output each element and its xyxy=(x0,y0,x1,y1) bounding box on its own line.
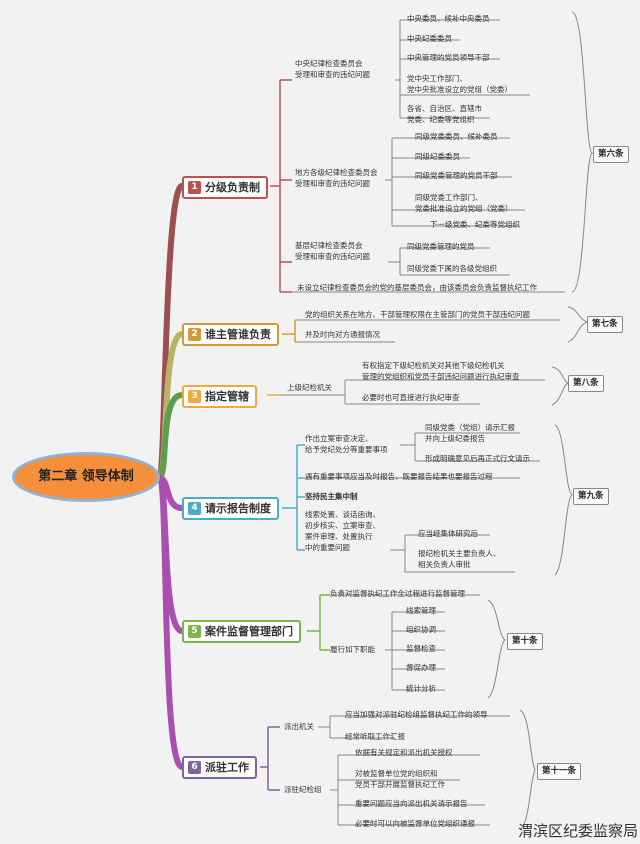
section-5-label: 案件监督管理部门 xyxy=(205,625,293,638)
s1-local-item: 同级党委工作部门、 党委批准设立的党组（党委） xyxy=(415,193,513,213)
s5-function-item: 线索管理 xyxy=(406,606,436,615)
article-7-tag[interactable]: 第七条 xyxy=(587,316,623,333)
s1-central-item: 党中央工作部门、 党中央批准设立的党组（党委） xyxy=(407,74,512,94)
s1-local-item: 同级纪委委员 xyxy=(415,152,460,161)
s1-central-item: 中央管理的党员领导干部 xyxy=(407,53,490,62)
s6-group-stationed-team: 派驻纪检组 xyxy=(284,785,322,794)
s6-team-item: 必要时可以向被监督单位党组织通报 xyxy=(355,819,475,828)
section-4-node[interactable]: 4 请示报告制度 xyxy=(182,497,279,520)
s3-group: 上级纪检机关 xyxy=(287,383,332,392)
article-10-tag[interactable]: 第十条 xyxy=(507,633,543,650)
s4-issues-item: 应当经集体研究后 xyxy=(418,529,478,538)
s4-group-major: 作出立案审查决定、 给予党纪处分等重要事项 xyxy=(305,434,388,454)
s1-group-central: 中央纪律检查委员会 受理和审查的违纪问题 xyxy=(295,59,370,79)
s5-function-item: 组织协调 xyxy=(406,625,436,634)
s5-supervision-line: 负责对监督执纪工作全过程进行监督管理 xyxy=(330,589,465,598)
s6-team-item: 重要问题应当向派出机关请示报告 xyxy=(355,799,468,808)
watermark: 渭滨区纪委监察局 xyxy=(517,822,638,840)
section-6-node[interactable]: 6 派驻工作 xyxy=(182,756,257,779)
section-5-node[interactable]: 5 案件监督管理部门 xyxy=(182,620,301,643)
s2-item: 党的组织关系在地方、干部管理权限在主管部门的党员干部违纪问题 xyxy=(305,310,530,319)
article-8-tag[interactable]: 第八条 xyxy=(568,375,604,392)
section-3-number: 3 xyxy=(188,390,201,403)
s6-team-item: 对被监督单位党的组织和 党员干部开展监督执纪工作 xyxy=(355,769,445,789)
s4-group-issues: 线索处置、谈话函询、 初步核实、立案审查、 案件审理、处置执行 中的重要问题 xyxy=(305,510,380,552)
s6-team-item: 依据有关规定和派出机关授权 xyxy=(355,748,453,757)
article-11-tag[interactable]: 第十一条 xyxy=(537,763,582,780)
section-2-node[interactable]: 2 谁主管谁负责 xyxy=(182,323,279,346)
section-1-node[interactable]: 1 分级负责制 xyxy=(182,176,268,199)
s1-group-local: 地方各级纪律检查委员会 受理和审查的违纪问题 xyxy=(295,168,378,188)
s4-report-line: 遇有重要事项应当及时报告，既要报告结果也要报告过程 xyxy=(305,472,493,481)
s5-group-functions: 履行如下职能 xyxy=(330,645,375,654)
section-2-label: 谁主管谁负责 xyxy=(205,328,271,341)
s3-item: 必要时也可直接进行执纪审查 xyxy=(362,393,460,402)
s5-function-item: 督促办理 xyxy=(406,663,436,672)
section-3-label: 指定管辖 xyxy=(205,390,249,403)
s5-function-item: 监督检查 xyxy=(406,644,436,653)
s4-democratic-centralism: 坚持民主集中制 xyxy=(305,492,358,501)
s1-group-no-commission: 未设立纪律检查委员会的党的基层委员会，由该委员会负责监督执纪工作 xyxy=(297,283,537,292)
s5-function-item: 统计分析 xyxy=(406,684,436,693)
section-6-number: 6 xyxy=(188,761,201,774)
s1-local-item: 同级党委委员、候补委员 xyxy=(415,132,498,141)
article-6-tag[interactable]: 第六条 xyxy=(593,146,629,163)
s6-group-dispatching-organ: 派出机关 xyxy=(284,722,314,731)
s6-organ-item: 应当加强对派驻纪检组监督执纪工作的领导 xyxy=(345,710,488,719)
s1-group-grassroots: 基层纪律检查委员会 受理和审查的违纪问题 xyxy=(295,241,370,261)
s3-item: 有权指定下级纪检机关对其他下级纪检机关 管理的党组织和党员干部违纪问题进行执纪审… xyxy=(362,361,520,381)
s4-major-item: 形成明确意见后再正式行文请示 xyxy=(425,454,530,463)
s6-organ-item: 经常听取工作汇报 xyxy=(345,732,405,741)
s1-local-item: 同级党委管理的党员干部 xyxy=(415,171,498,180)
s2-item: 并及时向对方通报情况 xyxy=(305,330,380,339)
s4-issues-item: 报纪检机关主要负责人、 相关负责人审批 xyxy=(418,549,501,569)
section-5-number: 5 xyxy=(188,625,201,638)
article-9-tag[interactable]: 第九条 xyxy=(573,488,609,505)
s1-central-item: 各省、自治区、直辖市 党委、纪委等党组织 xyxy=(407,104,482,124)
s1-central-item: 中央纪委委员 xyxy=(407,34,452,43)
s1-local-item: 下一级党委、纪委等党组织 xyxy=(430,220,520,229)
section-6-label: 派驻工作 xyxy=(205,761,249,774)
root-node[interactable]: 第二章 领导体制 xyxy=(12,452,160,502)
section-4-number: 4 xyxy=(188,502,201,515)
s4-major-item: 同级党委（党组）请示汇报 并向上级纪委报告 xyxy=(425,423,515,443)
section-1-label: 分级负责制 xyxy=(205,181,260,194)
section-1-number: 1 xyxy=(188,181,201,194)
s1-central-item: 中央委员、候补中央委员 xyxy=(407,14,490,23)
s1-grassroots-item: 同级党委下属的各级党组织 xyxy=(407,264,497,273)
s1-grassroots-item: 同级党委管理的党员 xyxy=(407,242,475,251)
section-3-node[interactable]: 3 指定管辖 xyxy=(182,385,257,408)
section-2-number: 2 xyxy=(188,328,201,341)
section-4-label: 请示报告制度 xyxy=(205,502,271,515)
